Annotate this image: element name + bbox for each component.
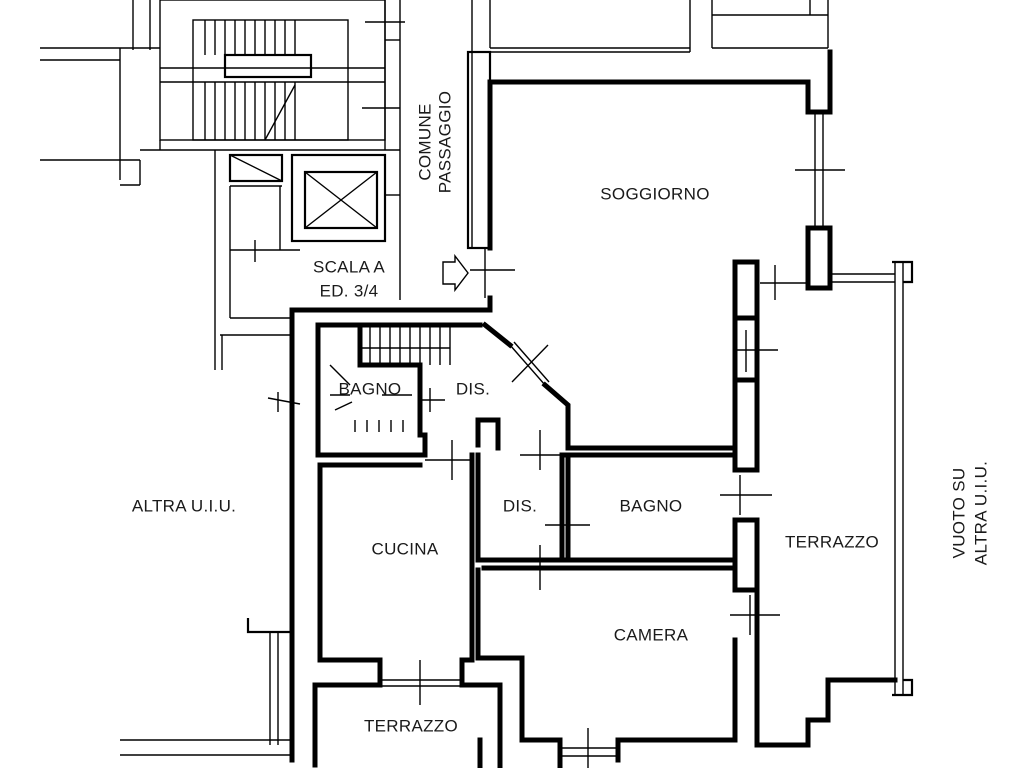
apartment-walls [120, 49, 898, 768]
terrazzo-railing [830, 260, 914, 697]
entrance-arrow-icon [442, 253, 469, 293]
stair-treads [204, 20, 296, 141]
label-dis-upper: DIS. [456, 379, 490, 398]
label-bagno: BAGNO [620, 496, 683, 515]
label-camera: CAMERA [614, 625, 689, 644]
label-passaggio: PASSAGGIO [435, 91, 454, 194]
label-vuoto-altra-uiu: ALTRA U.I.U. [971, 461, 990, 565]
label-vuoto-su: VUOTO SU [949, 468, 968, 559]
label-comune: COMUNE [415, 103, 434, 180]
room-labels: COMUNE PASSAGGIO SOGGIORNO SCALA A ED. 3… [132, 91, 991, 736]
label-soggiorno: SOGGIORNO [600, 184, 709, 203]
label-cucina: CUCINA [372, 539, 439, 558]
label-scala: SCALA A [313, 257, 385, 276]
label-bagno-small: BAGNO [339, 379, 402, 398]
label-altra-uiu: ALTRA U.I.U. [132, 496, 236, 515]
stairwell-area [40, 0, 405, 370]
bagno-stair-hatch [329, 325, 451, 432]
label-terrazzo-right: TERRAZZO [785, 532, 879, 551]
label-dis-lower: DIS. [503, 496, 537, 515]
label-edificio: ED. 3/4 [320, 281, 379, 300]
label-terrazzo-bottom: TERRAZZO [364, 716, 458, 735]
door-markers [419, 265, 808, 768]
common-passage [471, 0, 829, 248]
